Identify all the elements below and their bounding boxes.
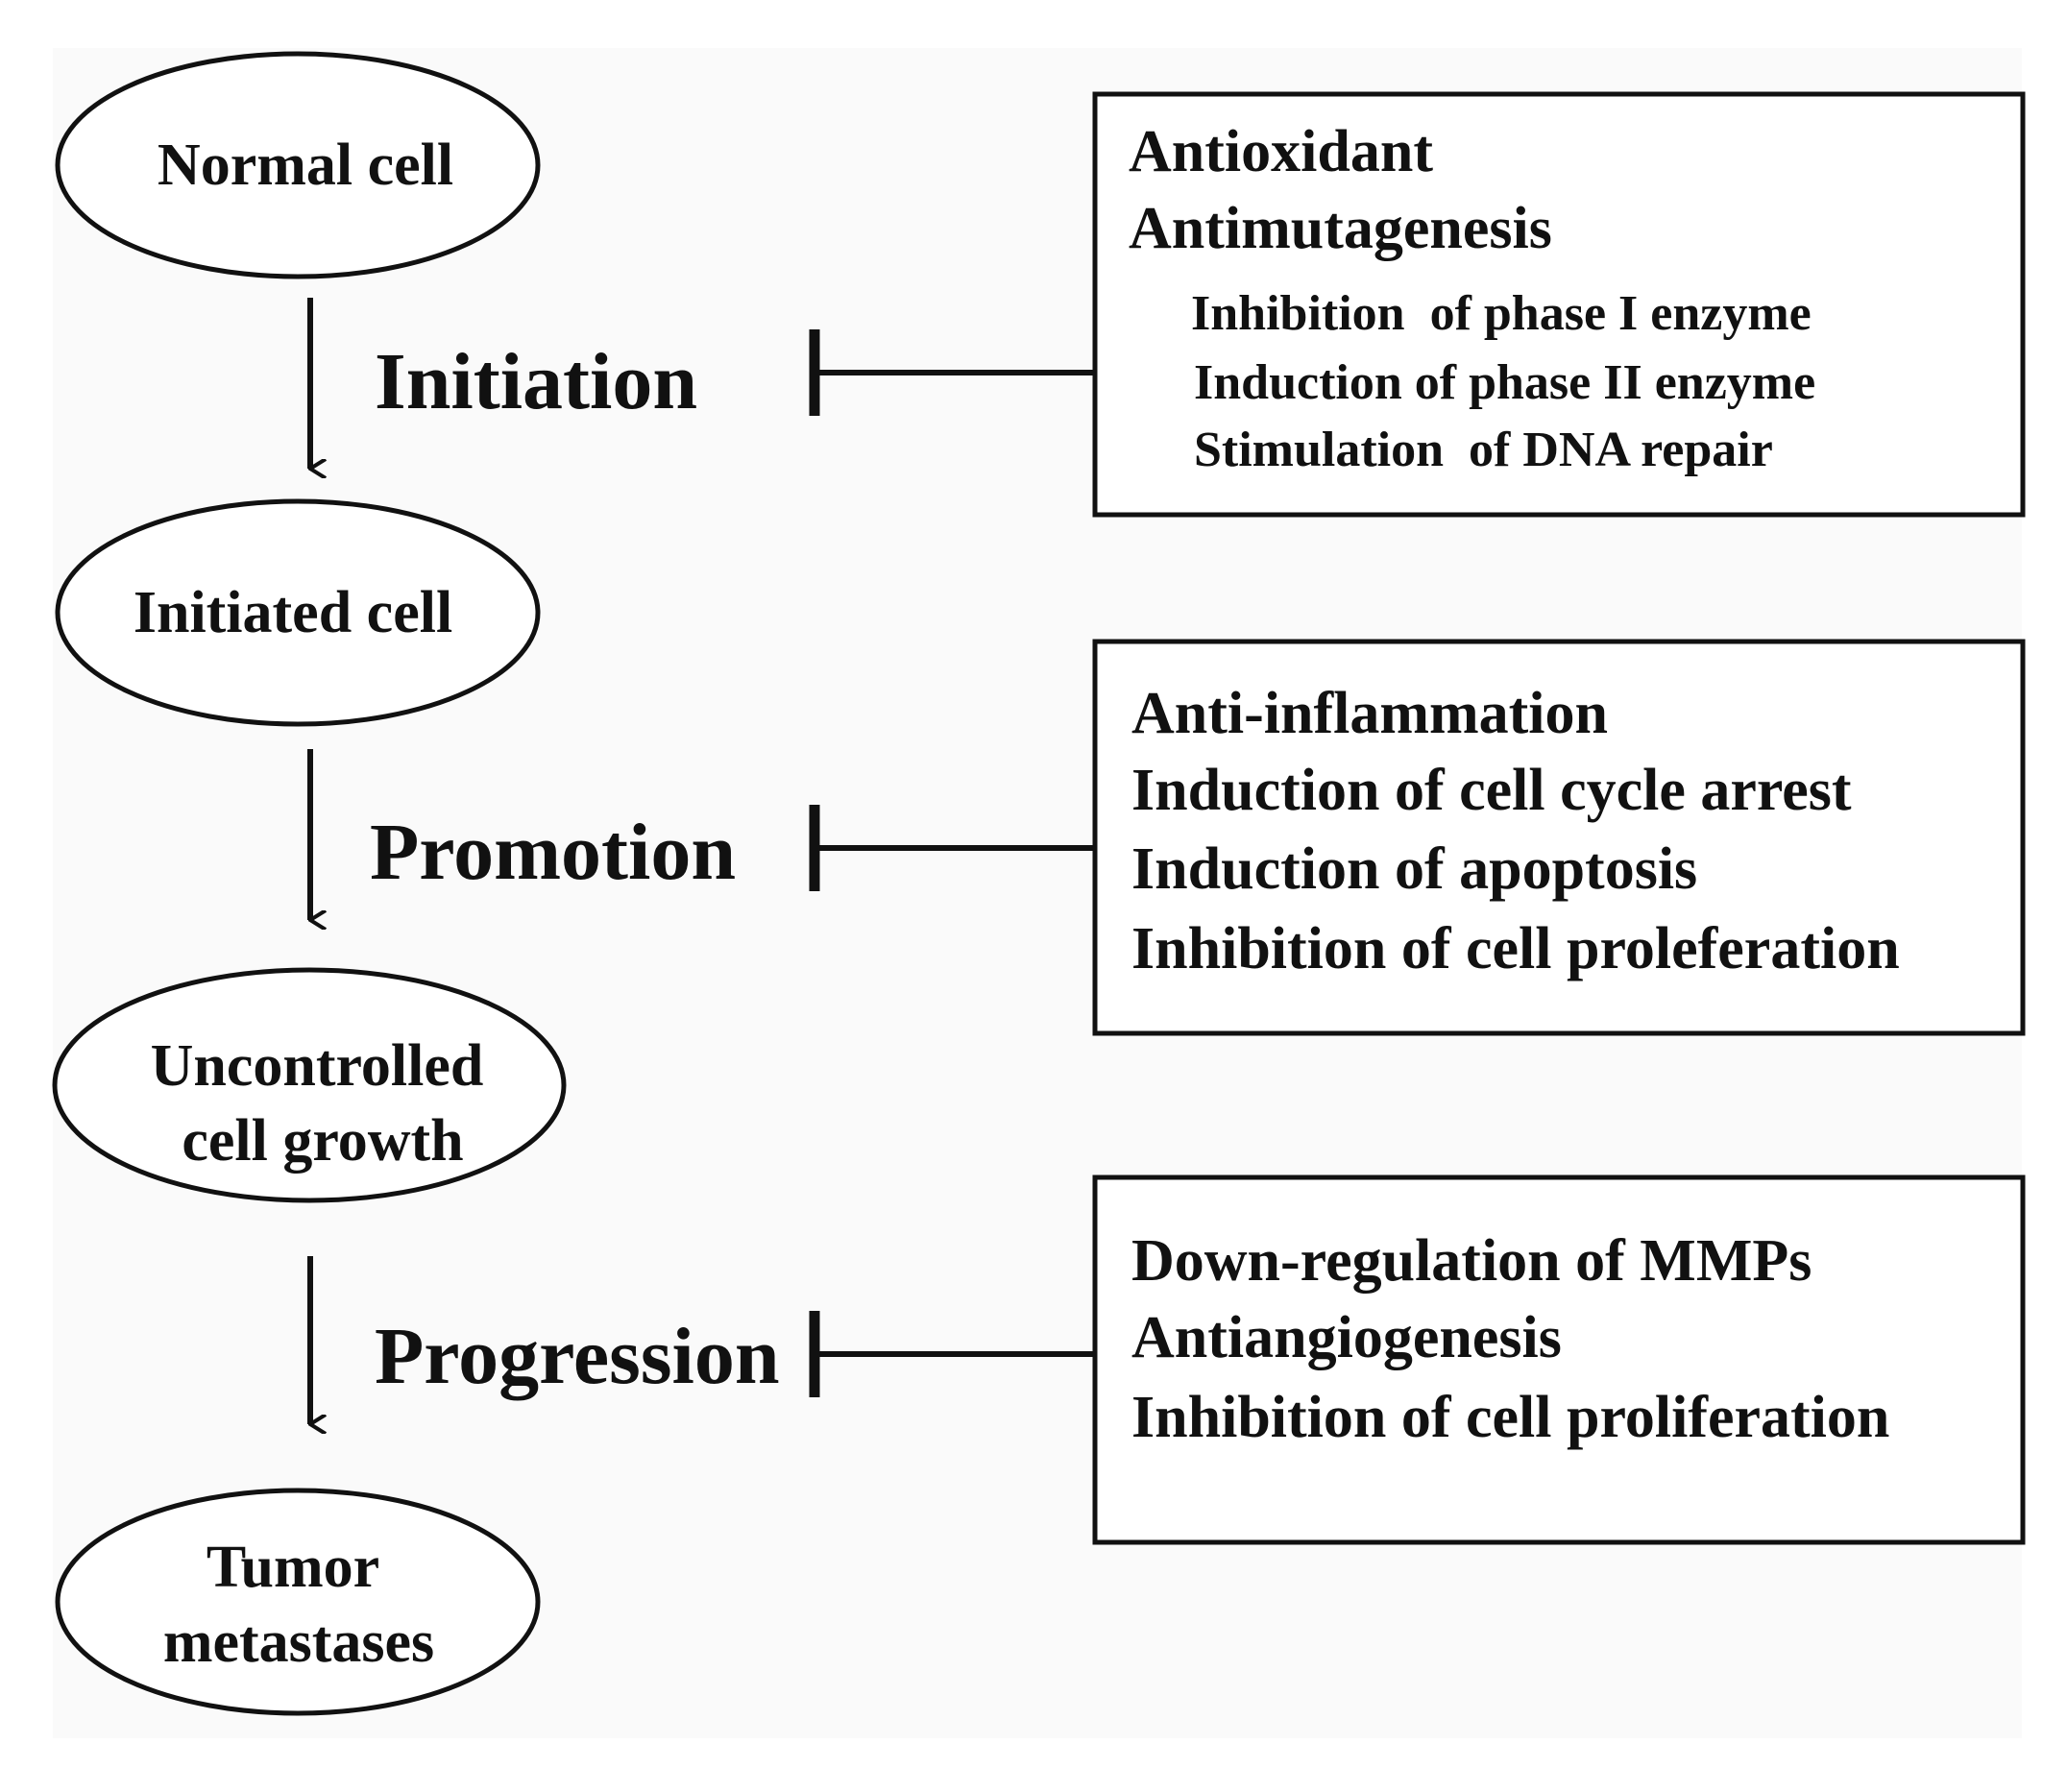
box-subitem: Induction of phase II enzyme [1194,355,1815,410]
box-item: Antiangiogenesis [1131,1305,1562,1370]
box-item: Antioxidant [1129,119,1433,184]
mechanism-box-frame [1092,1174,2026,1545]
mechanism-box-frame [1092,639,2026,1036]
inhibition-connector-progression [809,1311,1095,1397]
cell-node-initiated: Initiated cell [55,498,541,727]
cell-node-tumor: Tumor metastases [55,1488,541,1716]
box-item: Induction of apoptosis [1131,836,1697,902]
mechanism-box-promotion: Anti-inflammation Induction of cell cycl… [1092,639,2026,1036]
mechanism-box-frame [1092,91,2026,518]
box-item: Inhibition of cell proliferation [1131,1385,1889,1450]
inhibition-connector-promotion [809,805,1095,891]
box-item: Induction of cell cycle arrest [1131,758,1852,823]
mechanism-box-initiation: Antioxidant Antimutagenesis Inhibition o… [1092,91,2026,518]
box-item: Down-regulation of MMPs [1131,1228,1812,1294]
box-item: Inhibition of cell proleferation [1131,916,1900,981]
mechanism-box-progression: Down-regulation of MMPs Antiangiogenesis… [1092,1174,2026,1545]
cell-node-normal: Normal cell [55,51,541,279]
box-item: Anti-inflammation [1131,681,1608,746]
cell-label-tumor-line1: Tumor [207,1535,379,1600]
cell-ellipse [55,51,541,279]
inhibition-connector-initiation [809,329,1095,416]
cell-label-uncontrolled-line2: cell growth [182,1108,463,1174]
stage-label-progression: Progression [375,1312,780,1401]
box-subitem: Stimulation of DNA repair [1194,423,1773,477]
stage-label-promotion: Promotion [370,808,736,897]
stage-label-initiation: Initiation [375,337,697,426]
cell-ellipse [55,1488,541,1716]
box-subitem: Inhibition of phase I enzyme [1191,286,1812,341]
cell-node-uncontrolled: Uncontrolled cell growth [52,967,567,1203]
box-item: Antimutagenesis [1129,196,1552,261]
cell-ellipse [55,498,541,727]
cell-label-initiated-line1: Initiated cell [134,580,452,645]
cell-ellipse [52,967,567,1203]
cell-label-tumor-line2: metastases [163,1610,434,1675]
cell-label-normal-line1: Normal cell [158,133,453,198]
cell-label-uncontrolled-line1: Uncontrolled [151,1033,484,1099]
